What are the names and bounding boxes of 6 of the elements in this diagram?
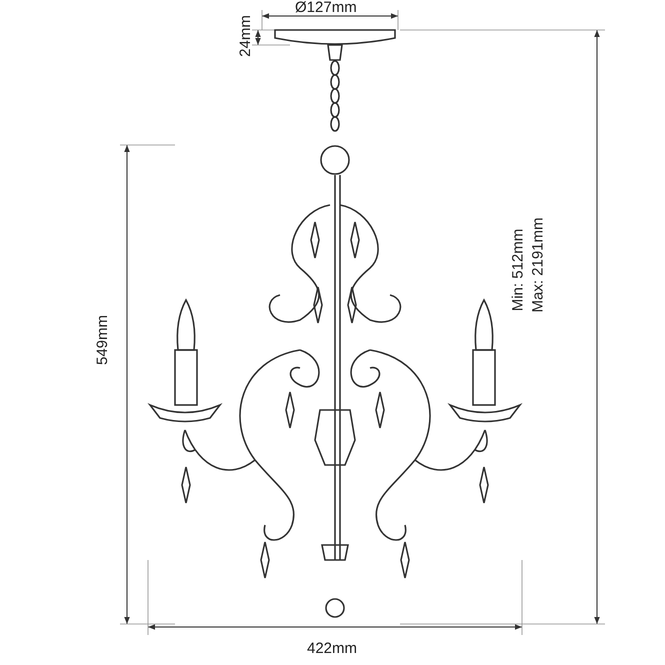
dimension-label: Ø127mm [295,0,357,16]
dimension-label: Max: 2191mm [530,217,546,313]
dimension-label: 549mm [95,314,112,366]
dimension-label: Min: 512mm [510,228,526,312]
dimension-label: 24mm [238,15,254,57]
dimension-label: 422mm [307,641,358,657]
